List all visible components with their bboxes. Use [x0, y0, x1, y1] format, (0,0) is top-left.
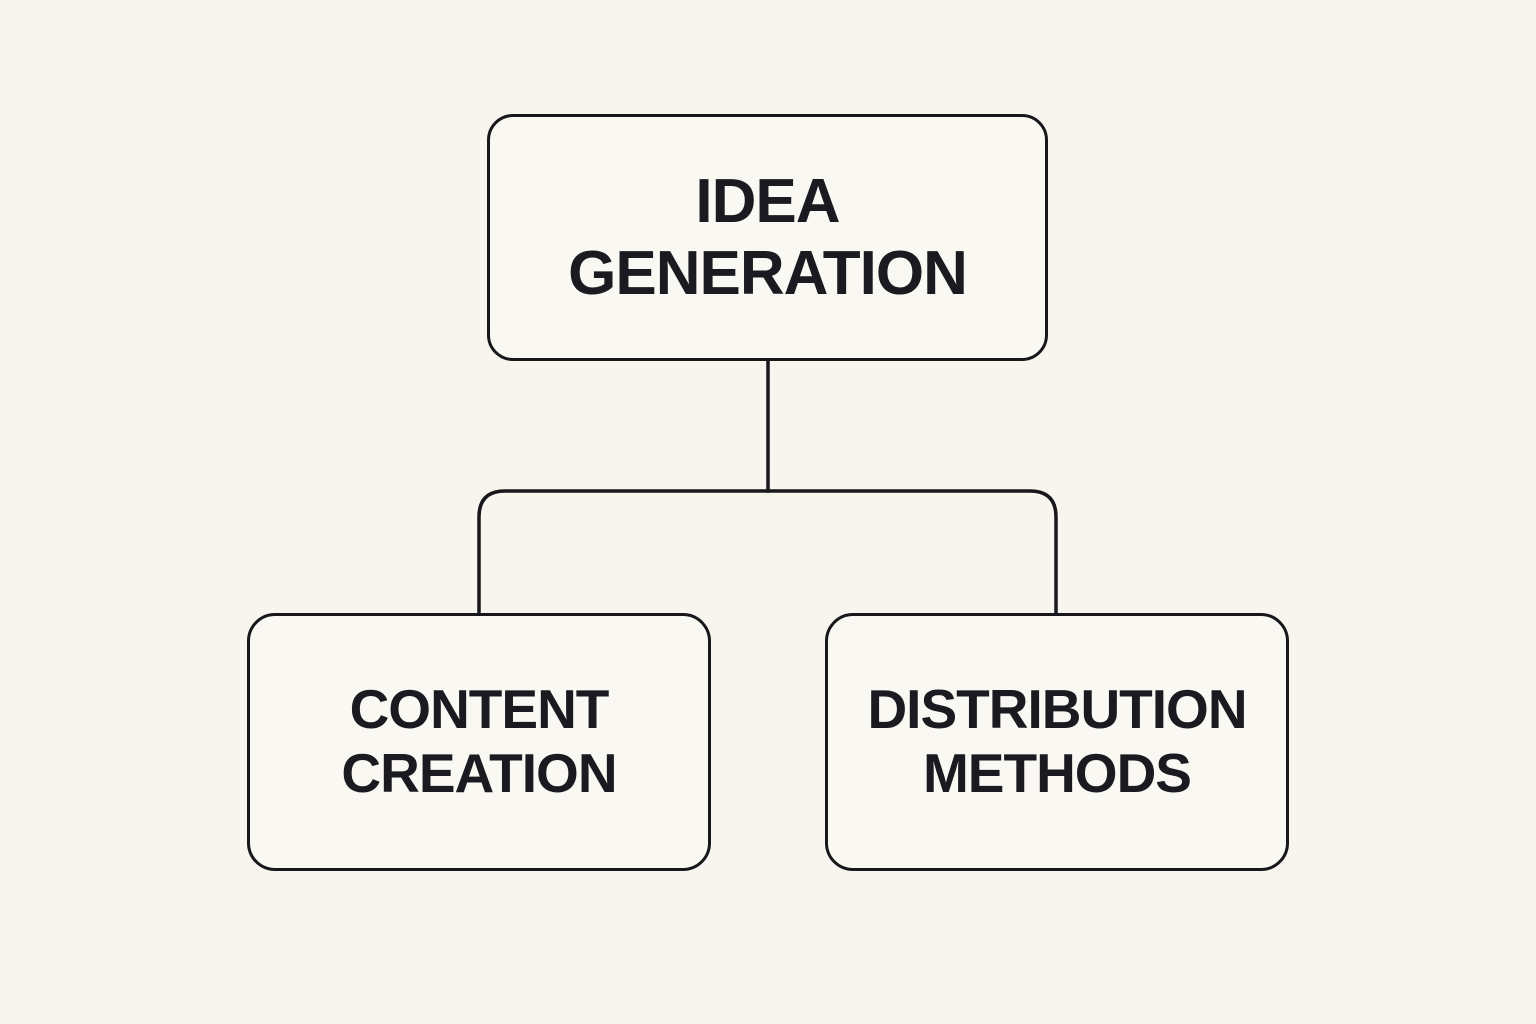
node-content-creation-label: CONTENT CREATION — [341, 678, 617, 806]
node-idea-generation-line1: IDEA — [695, 166, 840, 236]
node-content-creation-line1: CONTENT — [349, 678, 610, 741]
node-distribution-methods-label: DISTRIBUTION METHODS — [867, 678, 1247, 806]
node-idea-generation-label: IDEA GENERATION — [568, 166, 968, 310]
node-content-creation: CONTENT CREATION — [247, 613, 711, 871]
node-distribution-methods-line1: DISTRIBUTION — [867, 678, 1247, 741]
node-idea-generation: IDEA GENERATION — [487, 114, 1048, 361]
node-idea-generation-line2: GENERATION — [568, 238, 968, 308]
node-distribution-methods: DISTRIBUTION METHODS — [825, 613, 1289, 871]
node-distribution-methods-line2: METHODS — [922, 742, 1192, 804]
edge-branch-to-children — [477, 489, 1058, 615]
node-content-creation-line2: CREATION — [341, 742, 617, 804]
